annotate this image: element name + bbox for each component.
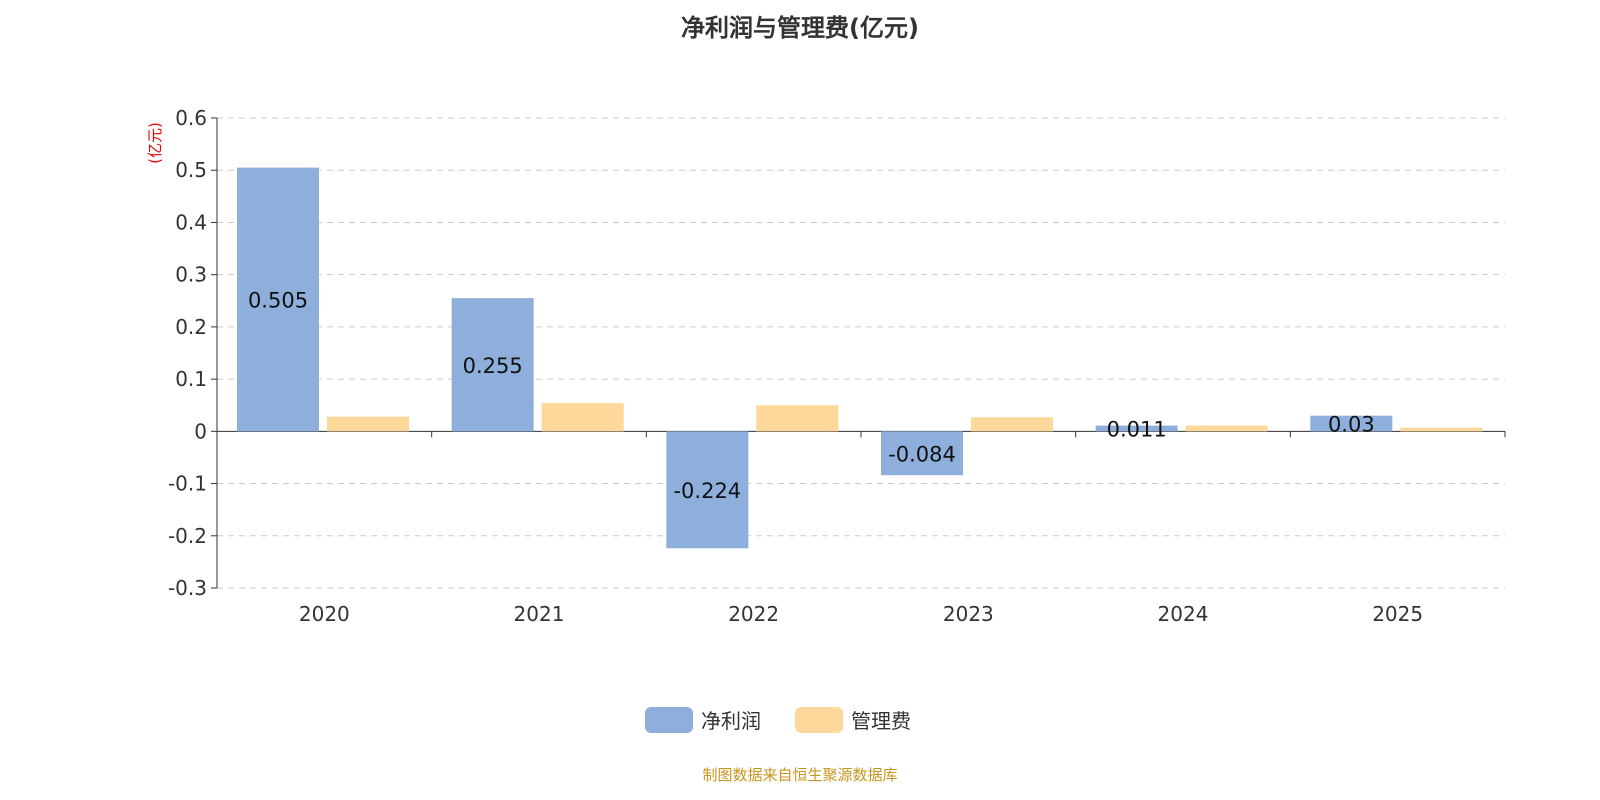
x-tick-label: 2022 bbox=[728, 602, 779, 626]
y-tick-label: -0.3 bbox=[168, 576, 207, 600]
y-tick-label: 0.3 bbox=[175, 263, 207, 287]
bar-管理费-2020 bbox=[327, 416, 409, 432]
y-tick-label: 0.1 bbox=[175, 367, 207, 391]
data-label: 0.505 bbox=[248, 288, 308, 312]
bar-管理费-2021 bbox=[541, 403, 624, 432]
y-tick-label: 0.2 bbox=[175, 315, 207, 339]
x-tick-label: 2025 bbox=[1372, 602, 1423, 626]
chart-title: 净利润与管理费(亿元) bbox=[681, 14, 919, 42]
bar-管理费-2022 bbox=[756, 405, 839, 432]
data-label: 0.011 bbox=[1107, 417, 1167, 441]
bar-净利润-2022 bbox=[666, 431, 749, 549]
legend-swatch bbox=[795, 707, 843, 733]
y-tick-label: 0.5 bbox=[175, 158, 207, 182]
data-label: -0.084 bbox=[888, 442, 956, 466]
bar-净利润-2024 bbox=[1095, 425, 1178, 432]
y-tick-label: 0.4 bbox=[175, 210, 207, 234]
y-tick-label: 0.6 bbox=[175, 106, 207, 130]
legend-swatch bbox=[645, 707, 693, 733]
bar-净利润-2025 bbox=[1310, 415, 1393, 432]
bar-净利润-2021 bbox=[451, 298, 534, 432]
y-axis-label: (亿元) bbox=[146, 122, 164, 164]
bar-净利润-2020 bbox=[237, 167, 319, 432]
x-tick-label: 2023 bbox=[943, 602, 994, 626]
data-label: 0.03 bbox=[1328, 413, 1375, 437]
x-tick-label: 2021 bbox=[514, 602, 565, 626]
x-tick-label: 2020 bbox=[299, 602, 350, 626]
legend-label: 净利润 bbox=[701, 709, 761, 733]
y-tick-label: -0.2 bbox=[168, 524, 207, 548]
data-label: -0.224 bbox=[673, 479, 741, 503]
bar-净利润-2023 bbox=[881, 431, 963, 476]
source-note: 制图数据来自恒生聚源数据库 bbox=[702, 766, 898, 784]
legend-label: 管理费 bbox=[851, 709, 911, 733]
bar-管理费-2025 bbox=[1400, 427, 1483, 432]
y-tick-label: -0.1 bbox=[168, 472, 207, 496]
bar-管理费-2023 bbox=[971, 417, 1053, 432]
y-tick-label: 0 bbox=[194, 419, 207, 443]
data-label: 0.255 bbox=[463, 354, 523, 378]
x-tick-label: 2024 bbox=[1158, 602, 1209, 626]
bar-管理费-2024 bbox=[1185, 425, 1268, 432]
